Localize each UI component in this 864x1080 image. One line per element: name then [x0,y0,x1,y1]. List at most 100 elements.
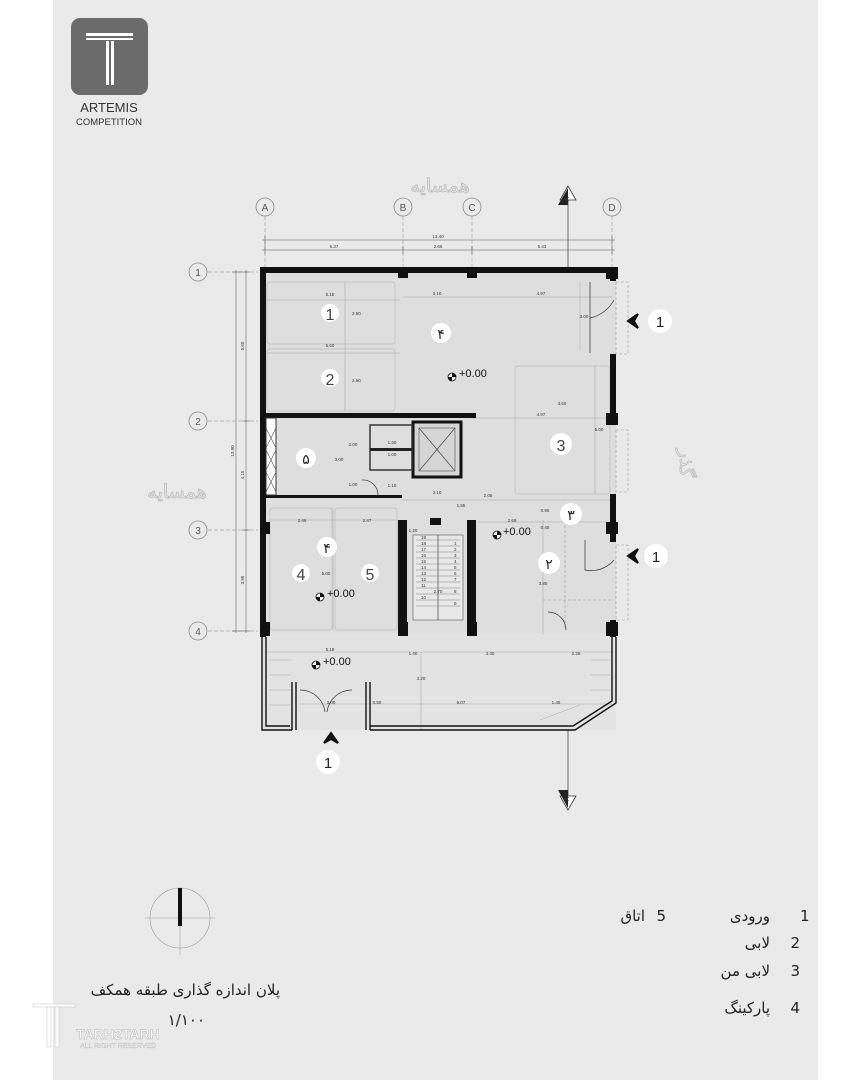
room-label-parking-left: ۴ [323,541,331,557]
stair-step: 1 [454,541,457,546]
legend-num-4: 4 [790,999,800,1017]
legend-num-1: 1 [800,907,810,925]
watermark-name: TARH2TARH [76,1026,159,1042]
inner-dim: 3.10 [433,490,442,495]
grid-col-a: A [262,203,269,214]
inner-dim: 1.20 [409,528,418,533]
inner-dim: 1.00 [349,482,358,487]
inner-dim: 1.40 [409,651,418,656]
stair-step: 4 [454,559,457,564]
grid-col-d: D [608,203,615,214]
room-markers: 1 2 ۴ 3 ۵ ۴ 4 5 ۲ ۳ [292,304,582,584]
inner-dim: 0.45 [541,525,550,530]
grid-col-c: C [468,203,475,214]
inner-dim: 0.95 [541,508,550,513]
room-label-3: 3 [557,438,566,455]
inner-dim: 3.00 [327,700,336,705]
level-markers: +0.00 +0.00 +0.00 +0.00 [311,368,531,670]
level-bottom: +0.00 [323,656,351,668]
artemis-logo: ARTEMIS COMPETITION [71,18,148,128]
stair-step: 7 [454,577,457,582]
stair-step: 12 [421,577,427,582]
inner-dim: 6.07 [457,700,466,705]
top-dimension-lines [262,236,615,254]
street-label: گذر [675,448,698,478]
inner-dim: 5.18 [326,292,335,297]
dim-left-b: 4.15 [240,470,245,479]
left-dimension-lines [232,270,250,633]
legend-num-3: 3 [790,962,800,980]
stairs [412,534,464,621]
legend-text-5: اتاق [620,907,645,925]
section-mark-top: A [565,197,571,201]
plan-title: پلان اندازه گذاری طبقه همکف [91,981,280,1000]
stair-step: 15 [421,559,427,564]
inner-dim: 1.50 [388,440,397,445]
room-label-room5: ۵ [302,452,310,468]
inner-dim: 3.00 [580,314,589,319]
inner-dim: 4.40 [486,651,495,656]
dim-top-total: 13.40 [432,234,444,239]
stair-step: 16 [421,553,427,558]
legend: 1 ورودی 2 لابی 3 لابی من 4 پارکینگ 5 اتا… [620,907,809,1018]
room-label-1: 1 [326,307,335,324]
room-label-4: 4 [297,567,306,584]
inner-dim: 2.00 [349,442,358,447]
neighbor-top-label: همسایه [410,175,469,197]
room-label-parking-top: ۴ [437,327,445,343]
grid-row-2: 2 [195,417,201,428]
inner-dim: 5.00 [595,427,604,432]
entrance-label-bottom: 1 [324,755,332,772]
inner-dim: 1.10 [388,483,397,488]
entrance-markers: 1 1 1 [316,309,672,774]
stair-step: 9 [454,601,457,606]
inner-dim: 2.50 [352,378,361,383]
grid-column-markers: A B C D [255,197,622,217]
dim-left-total: 13.90 [230,445,235,457]
level-top: +0.00 [459,368,487,380]
inner-dim: 4.97 [537,412,546,417]
inner-dim: 2.47 [363,518,372,523]
room-label-5: 5 [366,567,375,584]
inner-dim: 5.18 [326,647,335,652]
dim-left-a: 5.60 [240,341,245,350]
inner-dim: 2.26 [572,651,581,656]
stair-step: 18 [421,541,427,546]
room-label-lobby-mine: ۳ [567,508,575,524]
stair-step: 13 [421,571,427,576]
stair-step: 2 [454,547,457,552]
neighbor-left-label: همسایه [147,481,206,503]
legend-num-2: 2 [790,934,800,952]
room-label-2: 2 [326,372,335,389]
dim-top-c: 5.43 [538,244,547,249]
dim-left-c: 3.95 [240,575,245,584]
watermark-note: ALL RIGHT RESERVED [80,1043,156,1050]
inner-dim: 2.69 [508,518,517,523]
inner-dim: 3.20 [417,676,426,681]
legend-text-4: پارکینگ [724,999,770,1018]
logo-title: ARTEMIS [80,100,138,115]
grid-row-4: 4 [195,627,201,638]
inner-dim: 1.00 [388,452,397,457]
entrance-label-right-top: 1 [656,314,664,331]
inner-dim: 3.85 [539,581,548,586]
inner-dim: 2.50 [352,311,361,316]
stair-step: 10 [421,595,427,600]
grid-row-3: 3 [195,526,201,537]
dim-top-b: 2.66 [434,244,443,249]
stair-step: 6 [454,571,457,576]
stair-step: 14 [421,565,427,570]
plan-scale: ۱/۱۰۰ [168,1011,205,1029]
logo-subtitle: COMPETITION [76,117,142,128]
stair-step: 8 [454,589,457,594]
level-left: +0.00 [327,588,355,600]
inner-dim: 0.50 [373,700,382,705]
legend-text-1: ورودی [730,907,770,925]
dim-top-a: 5.37 [330,244,339,249]
inner-dim: 2.70 [434,589,443,594]
stair-numbers: 19 18 17 16 15 14 13 12 11 10 1 2 3 4 5 … [421,535,457,606]
grid-row-markers: 1 2 3 4 [188,262,208,641]
level-mid: +0.00 [503,526,531,538]
grid-row-1: 1 [195,268,201,279]
